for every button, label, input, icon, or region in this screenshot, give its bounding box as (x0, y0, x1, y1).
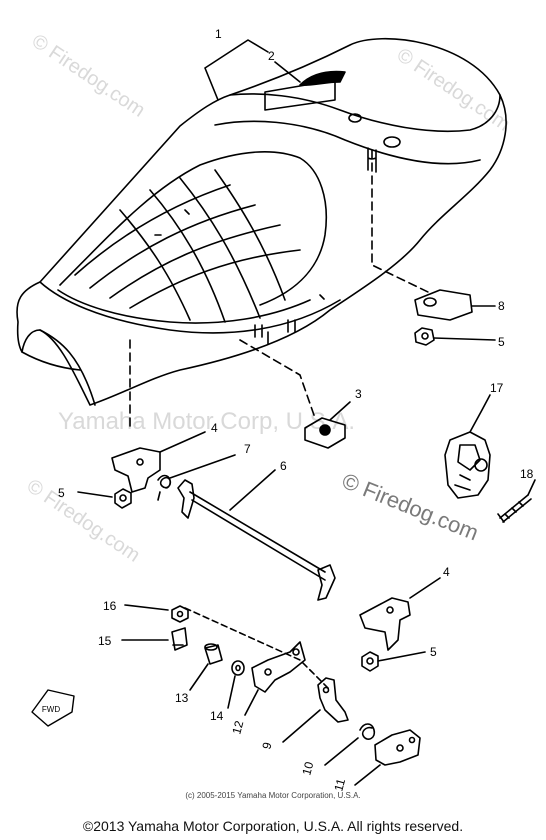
part-10-spring (324, 723, 376, 766)
fwd-label: FWD (42, 705, 60, 714)
part-12-lever (244, 641, 306, 716)
callout-14: 14 (210, 709, 224, 723)
callout-9: 9 (259, 740, 274, 750)
callout-15: 15 (98, 634, 112, 648)
part-17-seat-lock (444, 394, 491, 499)
part-5-nut-left (77, 488, 132, 509)
callout-3: 3 (355, 387, 362, 401)
part-14-washer (227, 660, 245, 709)
part-9-hook (282, 677, 349, 743)
callout-7: 7 (244, 442, 251, 456)
seat-emblem (299, 70, 346, 86)
part-18-screw (497, 479, 536, 523)
callout-1: 1 (215, 27, 222, 41)
part-5-nut-upper (414, 327, 496, 346)
part-4-bracket-left (111, 431, 206, 493)
callout-18: 18 (520, 467, 534, 481)
callout-13: 13 (175, 691, 189, 705)
callout-4-right: 4 (443, 565, 450, 579)
callout-5-left: 5 (58, 486, 65, 500)
seat-assembly (16, 37, 507, 431)
callout-8: 8 (498, 299, 505, 313)
callout-labels: 1 2 3 4 4 5 5 5 6 7 8 9 10 11 12 13 14 1… (58, 27, 534, 793)
assembly-guide-line (184, 607, 331, 691)
leader-2 (274, 61, 301, 83)
part-8-bracket (414, 289, 496, 321)
callout-12: 12 (229, 719, 246, 736)
callout-16: 16 (103, 599, 117, 613)
part-16-nut (124, 604, 189, 623)
callout-5-lower: 5 (430, 645, 437, 659)
part-11-catch (354, 729, 421, 786)
part-3-plate (304, 401, 351, 449)
part-5-nut-lower (361, 651, 426, 672)
callout-10: 10 (299, 760, 316, 777)
callout-5-upper: 5 (498, 335, 505, 349)
callout-6: 6 (280, 459, 287, 473)
copyright-small: (c) 2005-2015 Yamaha Motor Corporation, … (185, 791, 361, 800)
part-4-bracket-right (359, 577, 441, 651)
leader-1 (204, 39, 269, 101)
part-7-spring (157, 454, 236, 501)
fwd-arrow-icon: FWD (31, 689, 75, 727)
callout-11: 11 (331, 777, 348, 793)
part-13-collar (189, 643, 223, 691)
callout-2: 2 (268, 49, 275, 63)
part-15-bolt (121, 627, 188, 651)
callout-4-left: 4 (211, 421, 218, 435)
part-6-rod (177, 469, 336, 601)
copyright-footer: ©2013 Yamaha Motor Corporation, U.S.A. A… (82, 818, 464, 834)
callout-17: 17 (490, 381, 504, 395)
